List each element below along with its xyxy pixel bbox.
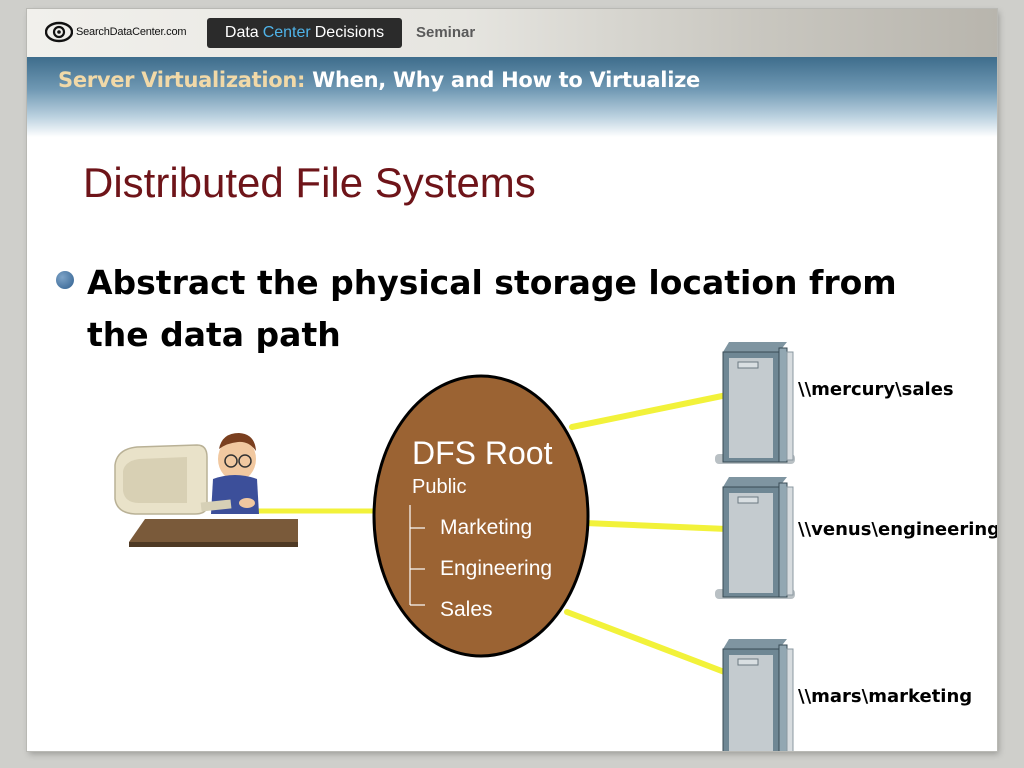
dfs-folder-label: Public — [412, 476, 467, 498]
dfs-root-node — [372, 374, 590, 658]
header-bar: SearchDataCenter.com Data Center Decisio… — [27, 9, 997, 57]
badge-part1: Data — [224, 24, 259, 41]
bullet-text: Abstract the physical storage location f… — [87, 263, 897, 354]
dfs-tree-lines — [409, 505, 425, 606]
dfs-diagram — [114, 342, 795, 751]
dfs-item-marketing: Marketing — [440, 516, 533, 539]
server-icon — [715, 477, 795, 599]
page-title: Distributed File Systems — [83, 159, 536, 206]
site-logo: SearchDataCenter.com — [45, 21, 187, 43]
server-icon — [722, 639, 794, 751]
subtitle-prefix: Server Virtualization: — [58, 68, 306, 92]
badge-part2: Decisions — [314, 24, 385, 41]
subtitle-rest: When, Why and How to Virtualize — [312, 68, 700, 92]
user-at-computer-icon — [114, 433, 298, 547]
eye-icon — [45, 21, 73, 43]
dfs-item-sales: Sales — [440, 598, 493, 621]
subtitle-banner — [27, 57, 997, 137]
slide: SearchDataCenter.com Data Center Decisio… — [27, 9, 997, 751]
link-dfs-to-venus — [582, 520, 730, 532]
dfs-root-label: DFS Root — [412, 435, 553, 471]
share-label-mars: \\mars\marketing — [798, 686, 973, 707]
connection-lines — [254, 392, 730, 676]
bullet-icon — [56, 271, 74, 289]
badge-accent: Center — [262, 24, 311, 41]
seminar-label: Seminar — [416, 24, 476, 41]
logo-text: SearchDataCenter.com — [76, 26, 187, 38]
slide-subtitle: Server Virtualization: When, Why and How… — [58, 68, 700, 92]
data-center-decisions-badge: Data Center Decisions — [207, 18, 402, 48]
share-label-venus: \\venus\engineering — [798, 519, 997, 540]
share-label-mercury: \\mercury\sales — [798, 379, 954, 400]
link-dfs-to-mars — [564, 609, 730, 676]
dfs-item-engineering: Engineering — [440, 557, 553, 580]
link-dfs-to-mercury — [569, 392, 730, 430]
server-icon — [715, 342, 795, 464]
